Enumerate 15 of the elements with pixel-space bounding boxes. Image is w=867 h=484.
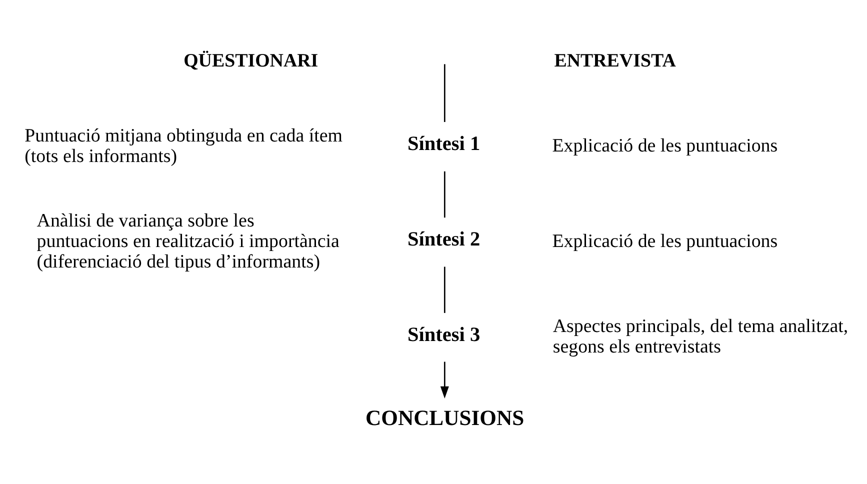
- node-text: CONCLUSIONS: [366, 406, 524, 430]
- arrow: [440, 362, 449, 399]
- label: Puntuació mitjana obtinguda en cada ítem (tots els informants): [24, 125, 343, 167]
- connector: [444, 64, 446, 122]
- node-text: Síntesi 1: [407, 133, 480, 156]
- label: ENTREVISTA: [554, 50, 676, 72]
- label: QÜESTIONARI: [184, 50, 318, 72]
- connector: [444, 171, 446, 218]
- label: Aspectes principals, del tema analitzat, segons els entrevistats: [552, 316, 848, 358]
- node-text: Síntesi 3: [407, 324, 480, 346]
- label: Explicació de les puntuacions: [552, 231, 778, 252]
- connector: [444, 266, 446, 313]
- node-text: Síntesi 2: [407, 228, 480, 250]
- label: Anàlisi de variança sobre les puntuacions en realització i importància (diferenciació del tipus d’informants): [36, 210, 340, 272]
- label: Explicació de les puntuacions: [552, 136, 778, 157]
